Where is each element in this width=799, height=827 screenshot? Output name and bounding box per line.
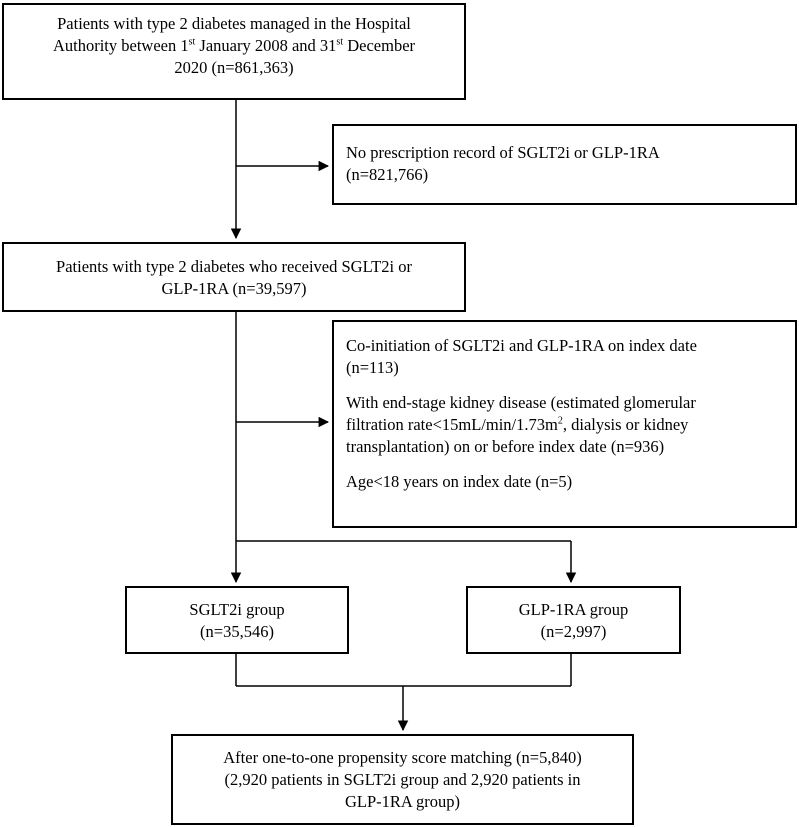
matched-line1: After one-to-one propensity score matchi… — [223, 748, 582, 767]
box-received-treatment: Patients with type 2 diabetes who receiv… — [2, 242, 466, 312]
received-line1: Patients with type 2 diabetes who receiv… — [56, 257, 412, 276]
box-exclusion-criteria: Co-initiation of SGLT2i and GLP-1RA on i… — [332, 320, 797, 528]
excluded-no-rx-line2: (n=821,766) — [346, 165, 429, 184]
box-excluded-no-prescription: No prescription record of SGLT2i or GLP-… — [332, 124, 797, 205]
box-all-patients: Patients with type 2 diabetes managed in… — [2, 3, 466, 100]
exclusion-coinitiation-line2: (n=113) — [346, 358, 399, 377]
box-sglt2i-group: SGLT2i group (n=35,546) — [125, 586, 349, 654]
exclusion-eskd-line1: With end-stage kidney disease (estimated… — [346, 393, 696, 412]
matched-line2: (2,920 patients in SGLT2i group and 2,92… — [224, 770, 581, 789]
glp1ra-group-label: GLP-1RA group — [518, 600, 629, 619]
glp1ra-group-count: (n=2,997) — [540, 622, 607, 641]
exclusion-age-line1: Age<18 years on index date (n=5) — [346, 472, 573, 491]
exclusion-eskd-line2: filtration rate<15mL/min/1.73m2, dialysi… — [346, 415, 689, 434]
all-patients-line2: Authority between 1st January 2008 and 3… — [52, 36, 416, 55]
all-patients-line1: Patients with type 2 diabetes managed in… — [57, 14, 411, 33]
all-patients-line3: 2020 (n=861,363) — [174, 58, 294, 77]
box-propensity-matched: After one-to-one propensity score matchi… — [171, 734, 634, 825]
exclusion-eskd-line3: transplantation) on or before index date… — [346, 437, 665, 456]
excluded-no-rx-line1: No prescription record of SGLT2i or GLP-… — [346, 143, 660, 162]
sglt2i-group-count: (n=35,546) — [200, 622, 274, 641]
matched-line3: GLP-1RA group) — [344, 792, 461, 811]
box-glp1ra-group: GLP-1RA group (n=2,997) — [466, 586, 681, 654]
received-line2: GLP-1RA (n=39,597) — [161, 279, 307, 298]
exclusion-coinitiation-line1: Co-initiation of SGLT2i and GLP-1RA on i… — [346, 336, 697, 355]
sglt2i-group-label: SGLT2i group — [189, 600, 285, 619]
